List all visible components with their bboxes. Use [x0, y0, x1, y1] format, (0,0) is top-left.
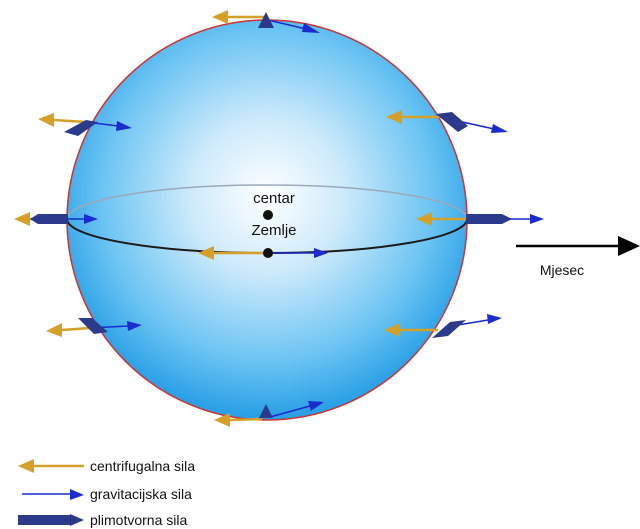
moon-direction-arrow — [516, 236, 640, 256]
earth-sphere — [66, 19, 468, 421]
legend-label-tidal: plimotvorna sila — [90, 512, 187, 528]
force-set-lower-right — [384, 314, 502, 338]
legend: centrifugalna sila gravitacijska sila pl… — [18, 458, 195, 528]
center-label-line1: centar — [253, 190, 295, 207]
force-set-upper-right — [386, 110, 508, 133]
legend-item-tidal: plimotvorna sila — [18, 512, 187, 528]
force-set-lower-left — [46, 318, 142, 337]
center-label-line2: Zemlje — [251, 222, 296, 239]
navy-tidal-arrow-icon — [18, 514, 84, 526]
blue-arrow-right-icon — [22, 489, 84, 500]
orange-arrow-left-icon — [18, 459, 84, 473]
legend-label-centrifugal: centrifugalna sila — [90, 458, 195, 474]
force-set-left — [14, 212, 98, 226]
legend-label-gravitational: gravitacijska sila — [90, 486, 192, 502]
center-force-pair — [198, 246, 328, 260]
legend-item-centrifugal: centrifugalna sila — [18, 458, 195, 474]
force-set-upper-left — [38, 113, 132, 136]
equator-back — [66, 184, 468, 220]
force-set-top — [212, 10, 320, 33]
earth-center-dot — [263, 210, 273, 220]
force-set-right — [416, 212, 544, 226]
legend-item-gravitational: gravitacijska sila — [22, 486, 192, 502]
force-set-bottom — [214, 401, 324, 427]
moon-label: Mjesec — [540, 262, 584, 278]
